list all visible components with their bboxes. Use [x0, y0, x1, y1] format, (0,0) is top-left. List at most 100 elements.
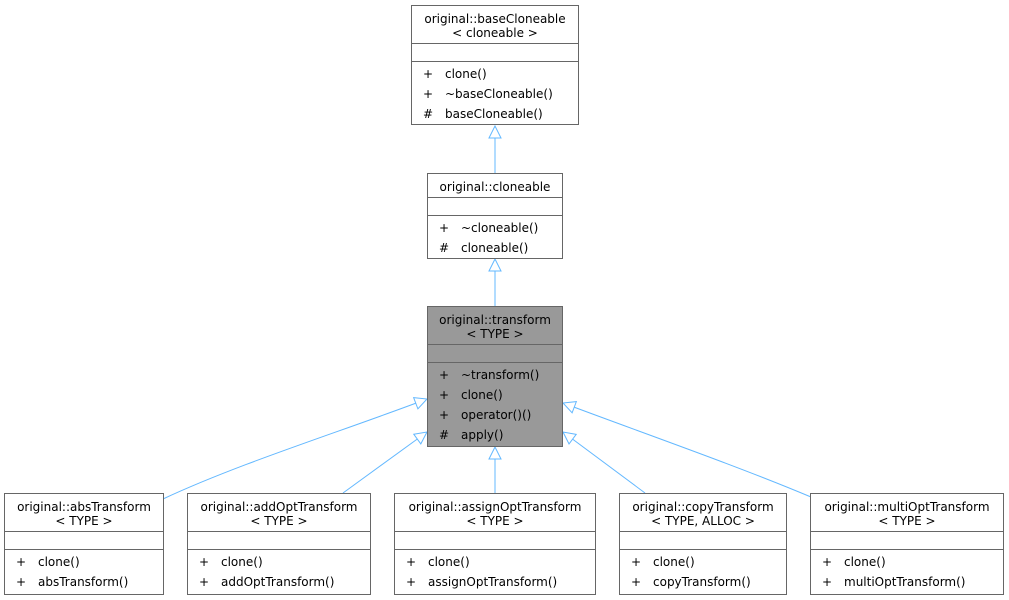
operation-name: ~baseCloneable() [445, 87, 553, 101]
class-name: original::cloneable [439, 180, 551, 194]
operation-row: #cloneable() [428, 238, 562, 258]
class-title: original::cloneable [428, 174, 562, 197]
attributes-compartment [428, 344, 562, 362]
visibility-marker: + [406, 555, 417, 569]
template-params: < cloneable > [452, 26, 538, 40]
visibility-marker: + [822, 575, 833, 589]
operation-name: absTransform() [38, 575, 129, 589]
template-params: < TYPE > [55, 514, 113, 528]
template-params: < TYPE > [250, 514, 308, 528]
operation-name: clone() [461, 388, 503, 402]
visibility-marker: + [439, 368, 450, 382]
operation-name: apply() [461, 428, 504, 442]
operation-row: + ~transform() [428, 365, 562, 385]
attributes-compartment [188, 531, 370, 549]
operation-name: clone() [653, 555, 695, 569]
operation-name: ~transform() [461, 368, 540, 382]
operation-row: + clone() [428, 385, 562, 405]
class-name: original::addOptTransform [200, 500, 358, 514]
operation-row: + clone() [811, 552, 1003, 572]
operation-row: # apply() [428, 425, 562, 445]
operation-name: assignOptTransform() [428, 575, 558, 589]
attributes-compartment [620, 531, 786, 549]
visibility-marker: + [439, 408, 450, 422]
operation-row: + clone() [620, 552, 786, 572]
class-title: original::absTransform < TYPE > [5, 494, 163, 531]
operation-name: cloneable() [461, 241, 529, 255]
operation-name: clone() [428, 555, 470, 569]
visibility-marker: # [439, 428, 450, 442]
visibility-marker: + [16, 555, 27, 569]
template-params: < TYPE > [466, 514, 524, 528]
operation-name: operator()() [461, 408, 532, 422]
edge-multiopttransform-to-transform [563, 403, 812, 498]
operation-row: + absTransform() [5, 572, 163, 592]
visibility-marker: + [199, 575, 210, 589]
edge-abstransform-to-transform [162, 399, 427, 500]
operation-row: + operator()() [428, 405, 562, 425]
operation-name: baseCloneable() [445, 107, 543, 121]
class-name: original::copyTransform [632, 500, 774, 514]
operation-row: + clone() [412, 64, 578, 84]
class-title: original::assignOptTransform < TYPE > [395, 494, 595, 531]
operation-row: + ~baseCloneable() [412, 84, 578, 104]
operation-row: + clone() [5, 552, 163, 572]
class-node-abs-transform[interactable]: original::absTransform < TYPE > + clone()… [4, 493, 164, 595]
operations-compartment: + clone() + copyTransform() [620, 549, 786, 592]
class-node-assign-opt-transform[interactable]: original::assignOptTransform < TYPE > + c… [394, 493, 596, 595]
operation-name: ~cloneable() [461, 221, 539, 235]
class-node-cloneable[interactable]: original::cloneable +~cloneable() #clone… [427, 173, 563, 259]
operation-name: clone() [844, 555, 886, 569]
attributes-compartment [395, 531, 595, 549]
class-node-base-cloneable[interactable]: original::baseCloneable < cloneable > + c… [411, 5, 579, 125]
template-params: < TYPE > [878, 514, 936, 528]
operations-compartment: +clone() + addOptTransform() [188, 549, 370, 592]
operations-compartment: + clone() + absTransform() [5, 549, 163, 592]
visibility-marker: + [423, 67, 434, 81]
class-node-copy-transform[interactable]: original::copyTransform < TYPE, ALLOC > … [619, 493, 787, 595]
class-node-multi-opt-transform[interactable]: original::multiOptTransform < TYPE > + cl… [810, 493, 1004, 595]
operation-name: clone() [38, 555, 80, 569]
edge-addopttransform-to-transform [342, 432, 427, 494]
attributes-compartment [412, 43, 578, 61]
visibility-marker: + [631, 575, 642, 589]
class-title: original::multiOptTransform < TYPE > [811, 494, 1003, 531]
operation-row: +~cloneable() [428, 218, 562, 238]
operation-name: clone() [445, 67, 487, 81]
class-name: original::baseCloneable [424, 12, 566, 26]
class-name: original::transform [439, 313, 551, 327]
operation-name: copyTransform() [653, 575, 751, 589]
class-title: original::baseCloneable < cloneable > [412, 6, 578, 43]
operation-row: + addOptTransform() [188, 572, 370, 592]
operation-row: # baseCloneable() [412, 104, 578, 124]
attributes-compartment [5, 531, 163, 549]
template-params: < TYPE, ALLOC > [651, 514, 755, 528]
class-title: original::transform < TYPE > [428, 307, 562, 344]
operations-compartment: + clone() + assignOptTransform() [395, 549, 595, 592]
visibility-marker: + [822, 555, 833, 569]
visibility-marker: + [423, 87, 434, 101]
class-node-transform[interactable]: original::transform < TYPE > + ~transform… [427, 306, 563, 447]
class-node-add-opt-transform[interactable]: original::addOptTransform < TYPE > +clon… [187, 493, 371, 595]
attributes-compartment [428, 197, 562, 215]
operation-name: addOptTransform() [221, 575, 335, 589]
operation-name: clone() [221, 555, 263, 569]
operations-compartment: + ~transform() + clone() + operator()() # ap… [428, 362, 562, 445]
operation-row: + clone() [395, 552, 595, 572]
visibility-marker: # [423, 107, 434, 121]
operations-compartment: + clone() + multiOptTransform() [811, 549, 1003, 592]
edge-copytransform-to-transform [563, 432, 646, 494]
operations-compartment: + clone() + ~baseCloneable() # baseCloneabl… [412, 61, 578, 124]
operation-row: +clone() [188, 552, 370, 572]
template-params: < TYPE > [466, 327, 524, 341]
operation-name: multiOptTransform() [844, 575, 966, 589]
visibility-marker: + [439, 388, 450, 402]
visibility-marker: + [16, 575, 27, 589]
visibility-marker: + [406, 575, 417, 589]
visibility-marker: + [631, 555, 642, 569]
operations-compartment: +~cloneable() #cloneable() [428, 215, 562, 258]
class-title: original::copyTransform < TYPE, ALLOC > [620, 494, 786, 531]
operation-row: + assignOptTransform() [395, 572, 595, 592]
class-name: original::multiOptTransform [824, 500, 990, 514]
